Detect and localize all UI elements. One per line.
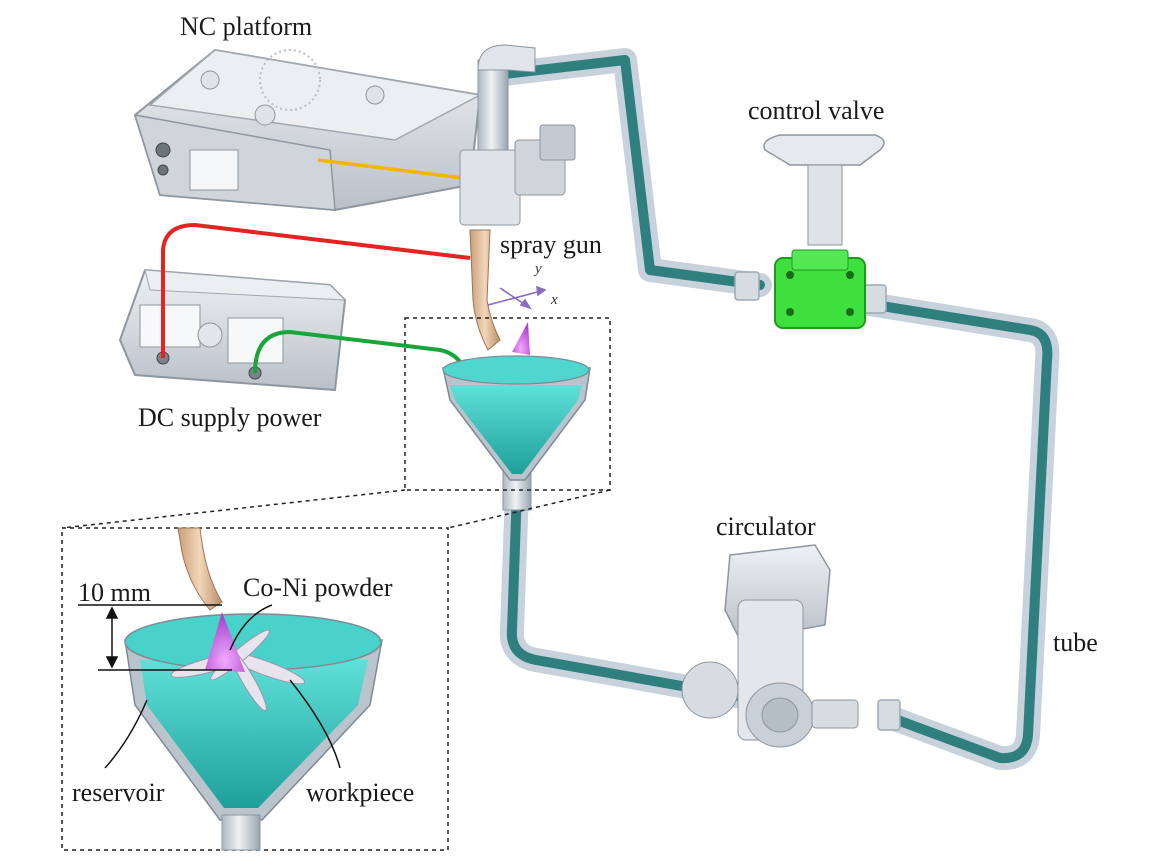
tube-fluid: [491, 55, 1053, 764]
zoom-connector-left: [61, 489, 406, 529]
zoom-source-box: [404, 317, 611, 491]
label-circulator: circulator: [716, 512, 816, 541]
zoom-inset: [61, 527, 449, 851]
dc-supply-power: [118, 268, 347, 392]
spray-gun: [459, 44, 576, 351]
label-10-mm: 10 mm: [78, 578, 151, 607]
leader-co-ni-powder: [229, 604, 273, 651]
nc-platform: [133, 48, 483, 212]
label-axis-x: x: [551, 292, 558, 308]
tube-loop: [484, 48, 1060, 771]
signal-cable: [317, 158, 464, 180]
label-control-valve: control valve: [748, 96, 885, 125]
label-nc-platform: NC platform: [180, 12, 313, 41]
dimension-10mm: [78, 604, 232, 671]
plasma-jet: [205, 612, 245, 672]
axis-indicator: [487, 285, 547, 310]
label-co-ni-powder: Co-Ni powder: [243, 573, 393, 602]
tube-coupling: [877, 699, 901, 731]
label-reservoir: reservoir: [72, 778, 165, 807]
label-axis-y: y: [535, 261, 542, 277]
label-dc-supply-power: DC supply power: [138, 403, 322, 432]
circulator: [681, 544, 859, 748]
leader-workpiece: [289, 679, 341, 769]
label-tube: tube: [1053, 628, 1098, 657]
control-valve: [763, 134, 885, 329]
leader-reservoir: [104, 699, 148, 769]
zoom-connector-right: [447, 489, 611, 529]
tube-coupling: [734, 271, 760, 301]
reservoir-small: [442, 322, 591, 481]
label-spray-gun: spray gun: [500, 230, 602, 259]
label-workpiece: workpiece: [306, 778, 415, 807]
positive-cable: [161, 222, 471, 358]
